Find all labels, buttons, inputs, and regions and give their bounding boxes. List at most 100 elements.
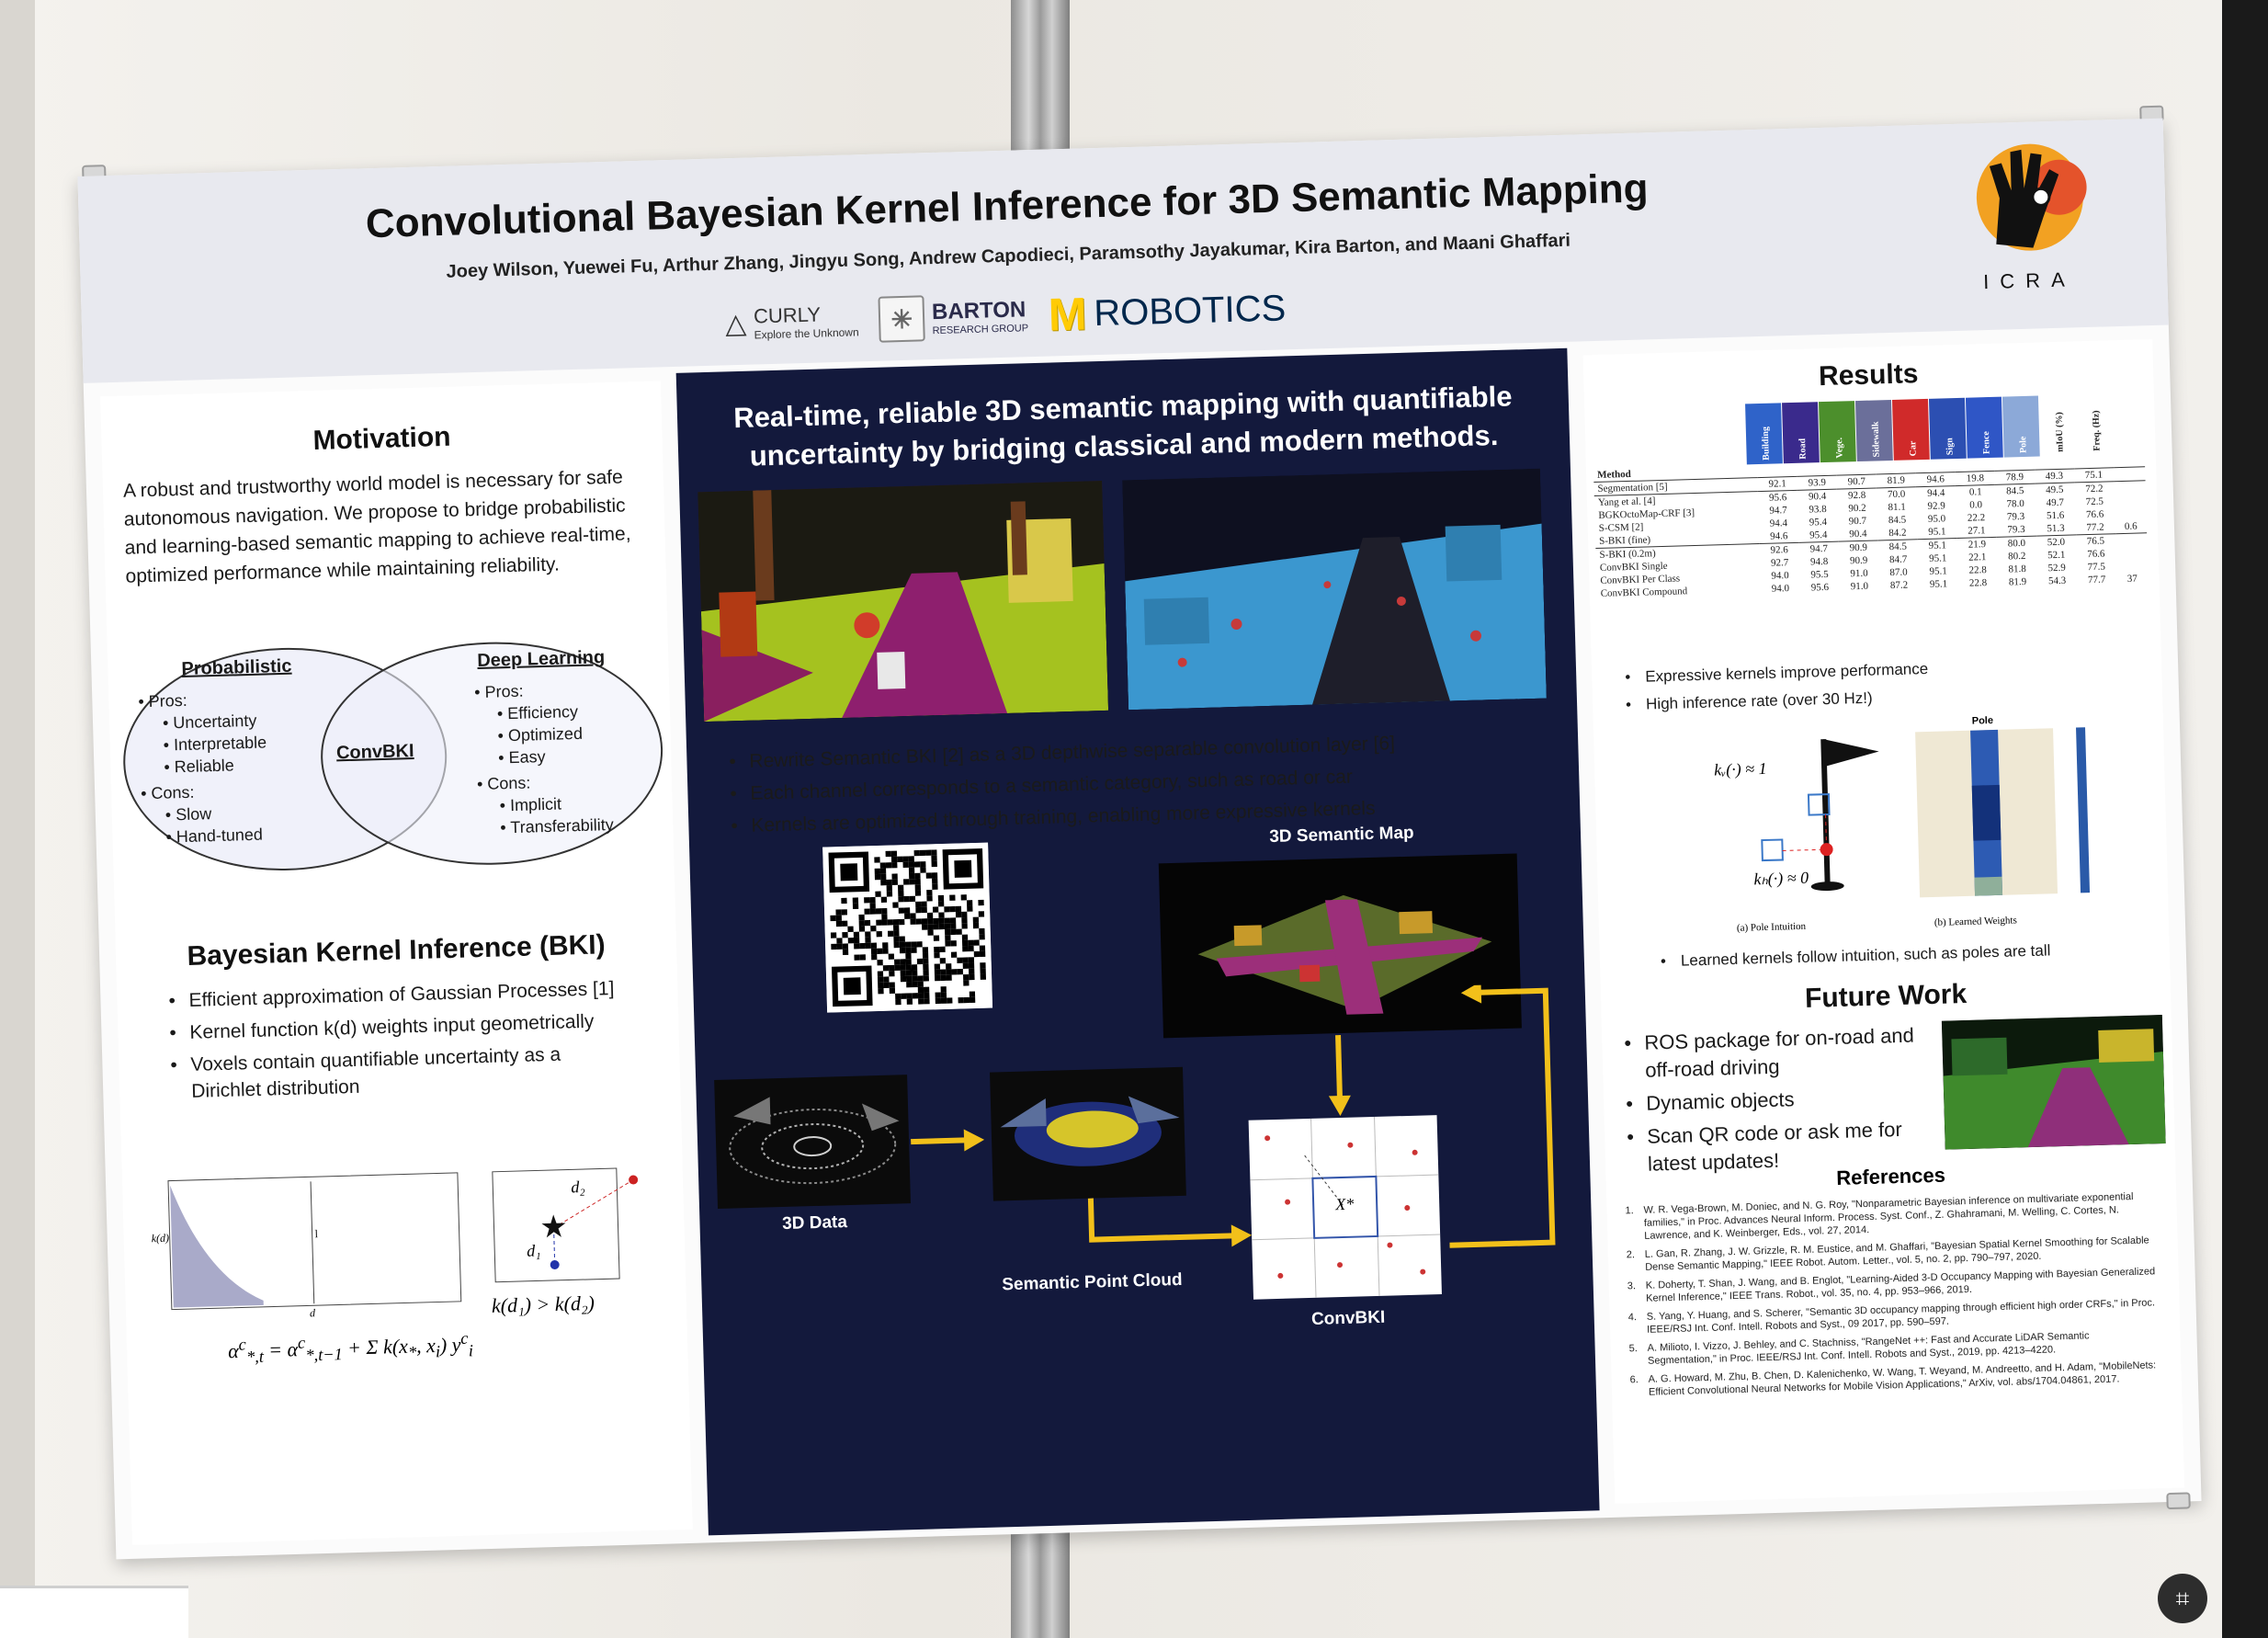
bki-bullet: Voxels contain quantifiable uncertainty …: [164, 1040, 625, 1106]
results-value-cell: 22.8: [1968, 564, 1987, 576]
venn-right-cons-label: Cons:: [487, 773, 531, 793]
qr-code[interactable]: [822, 842, 993, 1013]
convbki-grid: X*: [1248, 1115, 1442, 1300]
results-value-cell: 94.7: [1798, 541, 1839, 556]
results-value-cell: 95.6: [1757, 490, 1798, 506]
results-value-cell: 0.0: [1969, 499, 1983, 511]
results-value-cell: 84.2: [1888, 527, 1907, 540]
results-value-cell: 54.3: [2047, 574, 2067, 587]
arrow-right-icon: [911, 1129, 985, 1152]
semantic-point-cloud: [990, 1066, 1186, 1201]
bki-update-equation: αc*,t = αc*,t−1 + Σ k(x*, xi) yci: [227, 1328, 474, 1367]
results-value-cell: 95.5: [1810, 568, 1829, 581]
kv-label: kᵥ(·) ≈ 1: [1713, 758, 1767, 779]
table-corner: [0, 1586, 188, 1638]
venn-right-con-1: • Implicit: [499, 794, 562, 815]
results-col-header-car: Car: [1891, 398, 1930, 461]
sponsor-logos: △ CURLY Explore the Unknown ✳ BARTON RES…: [724, 280, 1287, 351]
motivation-heading: Motivation: [312, 421, 451, 456]
results-value-cell: 52.9: [2047, 562, 2067, 574]
results-value-cell: 95.1: [1929, 565, 1947, 577]
results-value-cell: 84.7: [1888, 553, 1908, 566]
arrow-loop-icon: [1449, 983, 1556, 1248]
results-value-cell: 95.1: [1929, 578, 1948, 590]
results-header-spacer: [1915, 459, 1955, 473]
center-headline: Real-time, reliable 3D semantic mapping …: [732, 380, 1513, 472]
results-header-spacer: [1955, 458, 1994, 472]
results-header-spacer: [1876, 460, 1915, 474]
left-column: Motivation A robust and trustworthy worl…: [100, 381, 693, 1545]
reference-number: 3.: [1627, 1280, 1637, 1292]
results-col-header-pole: Pole: [2002, 395, 2040, 458]
icra-wordmark: ICRA: [1982, 267, 2077, 294]
results-col-header-building: Building: [1745, 403, 1783, 465]
semantic-map-svg: [1197, 894, 1492, 1015]
results-value-cell: 22.8: [1968, 577, 1988, 589]
text-scan-icon[interactable]: ⌗: [2158, 1574, 2207, 1623]
reference-text: A. Milioto, I. Vizzo, J. Behley, and C. …: [1647, 1330, 2090, 1367]
venn-diagram: Probabilistic • Pros: • Uncertainty • In…: [117, 629, 675, 883]
results-value-cell: 95.1: [1928, 526, 1946, 538]
offroad-render-svg: [1941, 1015, 2166, 1150]
svg-text:★: ★: [539, 1210, 569, 1246]
results-header-spacer: [1836, 461, 1876, 475]
results-value-cell: 81.9: [2008, 575, 2027, 588]
reference-number: 5.: [1628, 1343, 1639, 1355]
venn-right-con-text: Transferability: [510, 814, 614, 837]
results-header-spacer: [1994, 457, 2034, 472]
venn-left-pro-text: Reliable: [174, 756, 235, 777]
results-value-cell: 92.6: [1759, 542, 1799, 558]
venn-left-cons-label: Cons:: [151, 782, 195, 803]
results-value-cell: 81.8: [2008, 563, 2026, 575]
venn-circles: [123, 642, 663, 870]
barton-sub: RESEARCH GROUP: [932, 323, 1029, 337]
venn-right-cons: • Cons:: [476, 773, 531, 794]
reference-text: A. G. Howard, M. Zhu, B. Chen, D. Kaleni…: [1648, 1359, 2157, 1398]
results-value-cell: 87.2: [1889, 579, 1909, 592]
venn-right-con-text: Implicit: [509, 794, 562, 815]
wall-right-edge: [2222, 0, 2268, 1638]
semantic-render-left: [697, 480, 1109, 722]
results-value-cell: 90.7: [1848, 515, 1867, 528]
block-m-logo: M: [1047, 288, 1088, 341]
barton-name: BARTON: [931, 297, 1026, 325]
results-value-cell: 95.4: [1809, 529, 1828, 541]
results-col-header-fence: Fence: [1965, 396, 2003, 459]
venn-right-pro-text: Efficiency: [506, 702, 579, 723]
col-header-text: Sign: [1944, 438, 1956, 456]
results-value-cell: 77.2: [2086, 521, 2104, 534]
right-column: Results Building Road Vege. Sidewalk Car…: [1582, 339, 2185, 1504]
results-value-cell: 90.7: [1836, 473, 1877, 490]
col-header-text: Road: [1797, 438, 1809, 460]
results-value-cell: 90.9: [1849, 554, 1868, 567]
results-value-cell: 0.1: [1956, 484, 1996, 500]
kernel-ylabel: k(d): [151, 1231, 170, 1246]
pole-intuition-figure: kᵥ(·) ≈ 1 kₕ(·) ≈ 0: [1649, 719, 1893, 918]
col-header-text: Fence: [1980, 430, 1992, 455]
curly-logo: △ CURLY Explore the Unknown: [725, 301, 859, 342]
booth-pole-bottom: [1011, 1526, 1070, 1638]
results-value-cell: 79.3: [2006, 510, 2025, 523]
results-value-cell: 91.0: [1850, 567, 1868, 580]
results-value-cell: 95.0: [1927, 513, 1946, 525]
results-value-cell: [2116, 559, 2149, 573]
results-value-cell: 84.5: [1888, 514, 1907, 527]
results-col-header-vege: Vege.: [1819, 401, 1856, 463]
col-header-text: Freq. (Hz): [2090, 410, 2103, 451]
results-value-cell: 19.8: [1955, 471, 1996, 486]
future-bullet: ROS package for on-road and off-road dri…: [1618, 1021, 1937, 1086]
results-value-cell: 76.6: [2085, 508, 2104, 521]
results-value-cell: 76.6: [2087, 548, 2105, 561]
center-column: Real-time, reliable 3D semantic mapping …: [675, 347, 1600, 1536]
venn-right-pro-text: Easy: [508, 747, 546, 768]
results-value-cell: 93.8: [1809, 503, 1827, 516]
venn-left-con-text: Slow: [175, 804, 212, 825]
results-value-cell: 51.3: [2047, 522, 2065, 535]
col-header-text: Sidewalk: [1870, 421, 1882, 458]
results-value-cell: 90.2: [1848, 502, 1866, 515]
results-value-cell: 0.6: [2124, 520, 2138, 532]
venn-left-title: Probabilistic: [181, 655, 292, 680]
col-header-text: Vege.: [1833, 437, 1845, 459]
results-col-header-sign: Sign: [1928, 397, 1967, 460]
learned-weights-svg: [1915, 727, 2091, 898]
